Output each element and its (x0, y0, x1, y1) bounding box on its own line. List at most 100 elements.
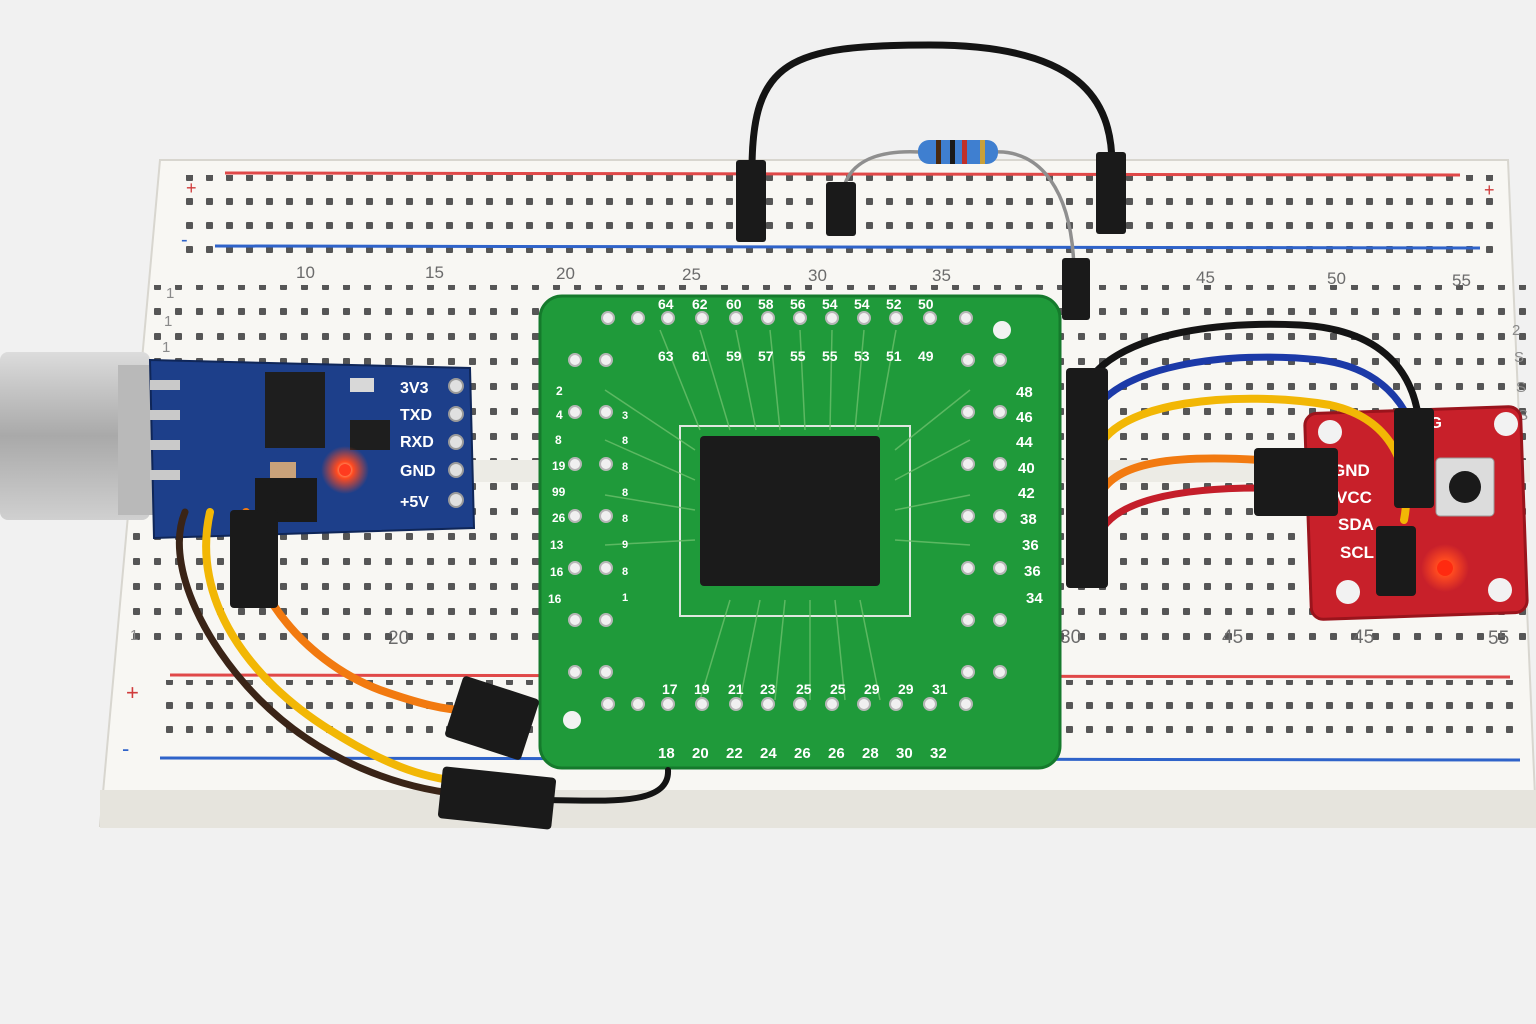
pin-number: 26 (828, 745, 845, 762)
pin-number: 31 (932, 681, 948, 697)
pin-number: 36 (1024, 563, 1041, 580)
board-right-numbers: 48 46 44 40 42 38 36 36 34 (1016, 384, 1043, 607)
pin-number: 24 (760, 745, 777, 762)
rail-plus-label: + (186, 178, 197, 198)
row-letter: 1 (130, 627, 138, 644)
board-bottom-outer-numbers: 18 20 22 24 26 26 28 30 32 (658, 745, 947, 762)
column-number: 35 (932, 266, 951, 285)
board-top-outer-numbers: 64 62 60 58 56 54 54 52 50 (658, 296, 934, 312)
pin-number: 58 (758, 296, 774, 312)
top-jumper-wire (736, 41, 1126, 242)
pin-number: 1 (622, 592, 628, 604)
sensor-module: NG GND VCC SDA SCL (1303, 405, 1529, 621)
header-connector (1066, 368, 1108, 588)
pin-number: 55 (790, 348, 806, 364)
header-connector (437, 766, 557, 830)
pin-number: 36 (1022, 537, 1039, 554)
pin-number: 26 (794, 745, 811, 762)
pin-label-vcc: VCC (1336, 488, 1372, 507)
board-top-inner-numbers: 63 61 59 57 55 55 53 51 49 (658, 348, 934, 364)
row-letter: S (1518, 407, 1528, 424)
pin-number: 26 (552, 511, 566, 525)
pin-number: 56 (790, 296, 806, 312)
pin-number: 57 (758, 348, 774, 364)
pin-number: 34 (1026, 590, 1043, 607)
row-letter: 1 (166, 285, 174, 302)
column-number: 20 (388, 628, 409, 649)
pin-label-3v3: 3V3 (400, 380, 429, 397)
column-numbers-top: 10 15 20 25 30 35 45 50 55 (296, 263, 1471, 290)
pin-number: 3 (622, 410, 628, 422)
column-number: 25 (682, 265, 701, 284)
pin-number: 61 (692, 348, 708, 364)
pin-number: 60 (726, 296, 742, 312)
usb-pin-labels: 3V3 TXD RXD GND +5V (400, 380, 436, 511)
pin-label-sda: SDA (1338, 515, 1374, 534)
pin-number: 8 (555, 433, 562, 447)
pin-number: 9 (622, 539, 628, 551)
pin-number: 8 (622, 513, 628, 525)
pin-number: 62 (692, 296, 708, 312)
pin-number: 63 (658, 348, 674, 364)
pin-number: 55 (822, 348, 838, 364)
ic-chip (265, 372, 325, 448)
header-connector (1394, 408, 1434, 508)
pin-label-gnd: GND (400, 463, 436, 480)
pin-number: 38 (1020, 511, 1037, 528)
column-number: 55 (1488, 628, 1509, 649)
row-letter: 1 (164, 313, 172, 330)
pin-number: 54 (854, 296, 870, 312)
row-letter: S (1514, 349, 1524, 366)
column-number: 45 (1353, 627, 1374, 648)
column-number: 55 (1452, 271, 1471, 290)
pin-number: 28 (862, 745, 879, 762)
pin-label-txd: TXD (400, 407, 432, 424)
pin-label-5v: +5V (400, 494, 429, 511)
pin-number: 52 (886, 296, 902, 312)
pin-number: 21 (728, 681, 744, 697)
pin-label-gnd: GND (1332, 461, 1370, 480)
pin-number: 59 (726, 348, 742, 364)
pin-number: 64 (658, 296, 674, 312)
usb-serial-module: 3V3 TXD RXD GND +5V (0, 352, 476, 540)
pin-number: 53 (854, 348, 870, 364)
pin-number: 50 (918, 296, 934, 312)
pin-number: 19 (694, 681, 710, 697)
header-connector (1254, 448, 1338, 516)
row-letters-left: 1 1 1 1 (130, 285, 174, 644)
pin-number: 30 (896, 745, 913, 762)
pin-number: 8 (622, 461, 628, 473)
pin-number: 16 (548, 592, 562, 606)
column-number: 20 (556, 264, 575, 283)
pin-number: 42 (1018, 485, 1035, 502)
board-left-inner-numbers: 3 8 8 8 8 9 11 8 1 (622, 410, 628, 604)
row-letter: 1 (162, 339, 170, 356)
push-button[interactable] (1449, 471, 1481, 503)
pin-number: 8 (622, 566, 628, 578)
rail-plus-label-bottom: + (126, 680, 139, 705)
row-letter: 2 (1512, 322, 1520, 339)
column-number: 45 (1196, 268, 1215, 287)
rail-plus-label-right: + (1484, 180, 1495, 200)
pin-number: 46 (1016, 409, 1033, 426)
usb-connector (0, 352, 150, 520)
column-number: 30 (1060, 627, 1081, 648)
pin-number: 16 (550, 565, 564, 579)
pin-number: 44 (1016, 434, 1033, 451)
board-left-numbers: 2 4 8 19 99 26 13 16 16 (548, 384, 566, 606)
pin-number: 99 (552, 485, 566, 499)
header-connector (230, 510, 278, 608)
pin-number: 54 (822, 296, 838, 312)
row-letters-right: 2 S S S (1512, 322, 1528, 424)
board-bottom-inner-numbers: 17 19 21 23 25 25 29 29 31 (662, 681, 948, 697)
left-jumper-wires (175, 508, 672, 830)
pin-number: 19 (552, 459, 566, 473)
column-number: 45 (1222, 627, 1243, 648)
row-letter: S (1516, 379, 1526, 396)
pin-number: 51 (886, 348, 902, 364)
column-number: 10 (296, 263, 315, 282)
pin-label-scl: SCL (1340, 543, 1374, 562)
pin-number: 49 (918, 348, 934, 364)
pin-number: 8 (622, 487, 628, 499)
